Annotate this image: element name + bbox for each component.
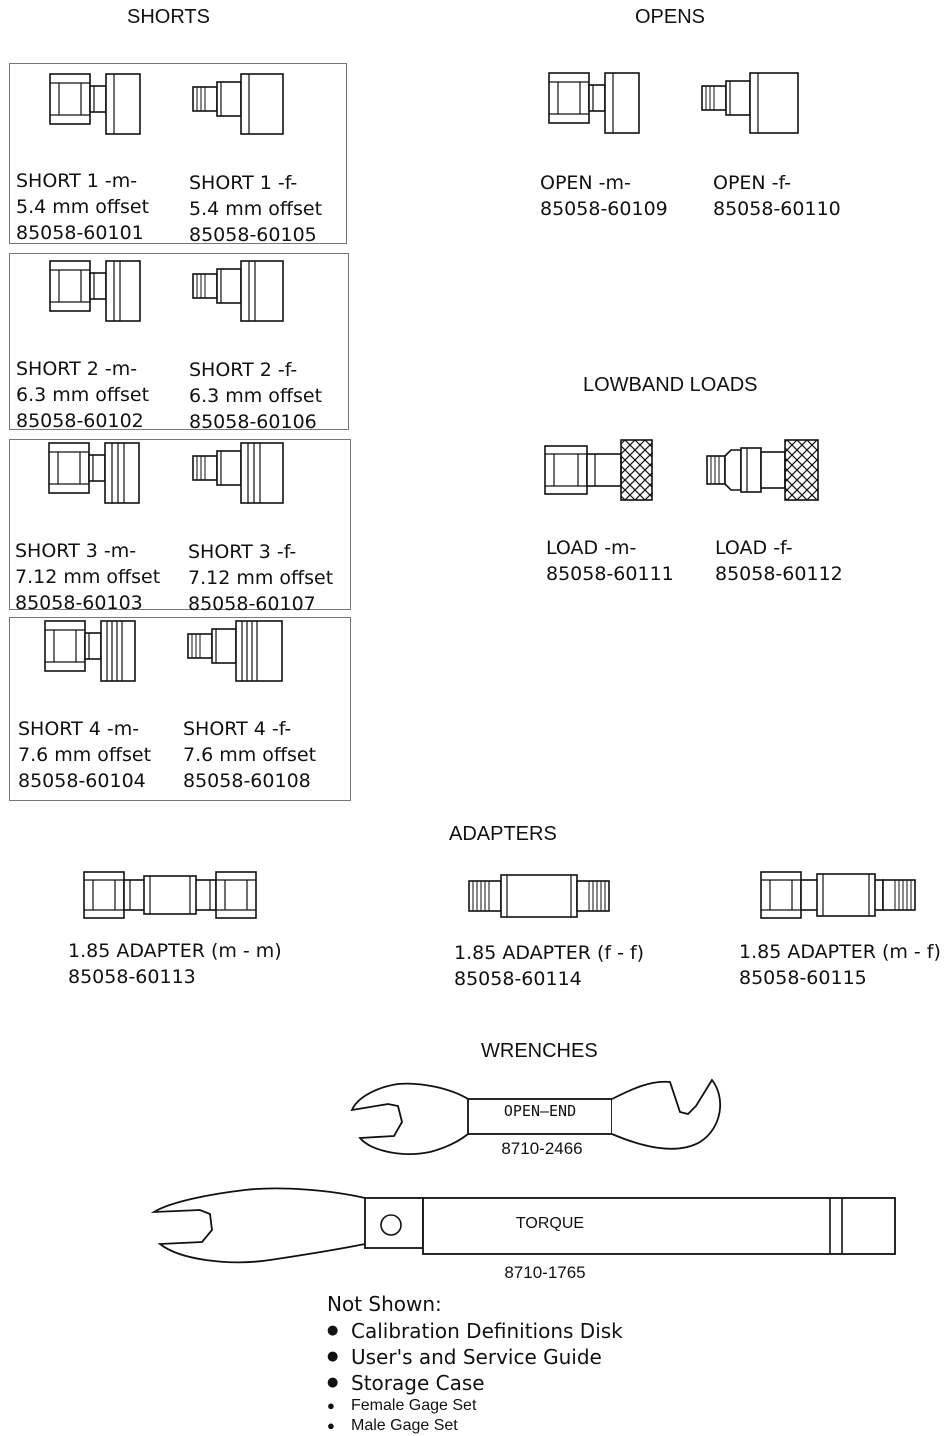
not-shown-item-small: Male Gage Set [327,1416,623,1436]
section-title-shorts: SHORTS [127,6,210,28]
short-2-female-name: SHORT 2 -f- [189,359,298,381]
short-1-female-part: 85058-60105 [189,224,317,246]
load-female-name: LOAD -f- [715,537,793,559]
short-2-male-name: SHORT 2 -m- [16,358,138,380]
adapter-f-f-icon [468,874,610,918]
short-2-female-label: SHORT 2 -f- 6.3 mm offset 85058-60106 [189,357,322,435]
short-2-frame [9,253,349,430]
load-female-label: LOAD -f- 85058-60112 [715,535,843,587]
open-end-wrench-icon [350,1078,721,1155]
adapter-m-m-icon [83,871,257,919]
short-1-frame [9,63,347,244]
short-3-frame [9,439,351,610]
torque-wrench-icon [150,1187,896,1264]
torque-wrench-part: 8710-1765 [504,1263,586,1282]
short-1-male-label: SHORT 1 -m- 5.4 mm offset 85058-60101 [16,168,149,246]
short-3-female-offset: 7.12 mm offset [188,567,334,589]
short-3-female-connector-icon [192,442,284,504]
short-4-female-connector-icon [187,620,283,682]
adapter-m-f-part: 85058-60115 [739,967,867,989]
short-2-female-part: 85058-60106 [189,411,317,433]
adapter-f-f-name: 1.85 ADAPTER (f - f) [454,942,645,964]
adapter-m-f-label: 1.85 ADAPTER (m - f) 85058-60115 [739,939,941,991]
short-4-female-offset: 7.6 mm offset [183,744,317,766]
adapter-m-m-part: 85058-60113 [68,966,196,988]
adapter-f-f-part: 85058-60114 [454,968,582,990]
short-4-male-offset: 7.6 mm offset [18,744,152,766]
short-4-female-part: 85058-60108 [183,770,311,792]
adapter-m-m-label: 1.85 ADAPTER (m - m) 85058-60113 [68,938,282,990]
short-1-male-part: 85058-60101 [16,222,144,244]
short-2-male-offset: 6.3 mm offset [16,384,150,406]
short-4-female-label: SHORT 4 -f- 7.6 mm offset 85058-60108 [183,716,316,794]
short-2-male-label: SHORT 2 -m- 6.3 mm offset 85058-60102 [16,356,149,434]
not-shown-title: Not Shown: [327,1292,442,1316]
short-2-female-connector-icon [192,260,284,322]
torque-wrench-label: TORQUE [515,1215,585,1232]
short-2-female-offset: 6.3 mm offset [189,385,323,407]
short-2-male-connector-icon [49,260,141,322]
open-female-part: 85058-60110 [713,198,841,220]
short-4-female-name: SHORT 4 -f- [183,718,292,740]
open-end-wrench-part: 8710-2466 [501,1139,583,1158]
short-1-female-label: SHORT 1 -f- 5.4 mm offset 85058-60105 [189,170,322,248]
short-1-female-offset: 5.4 mm offset [189,198,323,220]
not-shown-item: Storage Case [327,1370,623,1396]
short-3-male-connector-icon [48,442,140,504]
open-male-name: OPEN -m- [540,172,631,194]
not-shown-item: User's and Service Guide [327,1344,623,1370]
short-3-male-offset: 7.12 mm offset [15,566,161,588]
adapter-f-f-label: 1.85 ADAPTER (f - f) 85058-60114 [454,940,644,992]
section-title-wrenches: WRENCHES [481,1040,598,1062]
not-shown-item: Calibration Definitions Disk [327,1318,623,1344]
section-title-opens: OPENS [635,6,706,28]
short-1-male-offset: 5.4 mm offset [16,196,150,218]
not-shown-item-small: Female Gage Set [327,1396,623,1416]
adapter-m-m-name: 1.85 ADAPTER (m - m) [68,940,282,962]
adapter-m-f-name: 1.85 ADAPTER (m - f) [739,941,941,963]
short-3-male-label: SHORT 3 -m- 7.12 mm offset 85058-60103 [15,538,160,616]
short-4-frame [9,617,351,801]
short-4-male-connector-icon [44,620,136,682]
open-female-label: OPEN -f- 85058-60110 [713,170,841,222]
short-3-female-part: 85058-60107 [188,593,316,615]
open-male-label: OPEN -m- 85058-60109 [540,170,668,222]
short-3-female-name: SHORT 3 -f- [188,541,297,563]
short-4-male-label: SHORT 4 -m- 7.6 mm offset 85058-60104 [18,716,151,794]
open-end-wrench-label: OPEN–END [503,1102,577,1120]
load-male-name: LOAD -m- [546,537,637,559]
short-1-male-name: SHORT 1 -m- [16,170,138,192]
not-shown-list: Calibration Definitions Disk User's and … [327,1304,623,1436]
section-title-adapters: ADAPTERS [449,823,557,845]
open-male-connector-icon [548,72,640,134]
load-male-label: LOAD -m- 85058-60111 [546,535,674,587]
short-1-female-connector-icon [192,73,284,135]
open-female-connector-icon [701,72,799,134]
short-2-male-part: 85058-60102 [16,410,144,432]
adapter-m-f-icon [760,871,916,919]
load-male-part: 85058-60111 [546,563,674,585]
short-3-female-label: SHORT 3 -f- 7.12 mm offset 85058-60107 [188,539,333,617]
load-male-connector-icon [544,439,653,501]
short-3-male-part: 85058-60103 [15,592,143,614]
section-title-lowband-loads: LOWBAND LOADS [583,374,758,396]
short-3-male-name: SHORT 3 -m- [15,540,137,562]
short-4-male-name: SHORT 4 -m- [18,718,140,740]
load-female-connector-icon [706,439,819,501]
open-female-name: OPEN -f- [713,172,792,194]
short-1-female-name: SHORT 1 -f- [189,172,298,194]
load-female-part: 85058-60112 [715,563,843,585]
short-1-male-connector-icon [49,73,141,135]
open-male-part: 85058-60109 [540,198,668,220]
short-4-male-part: 85058-60104 [18,770,146,792]
